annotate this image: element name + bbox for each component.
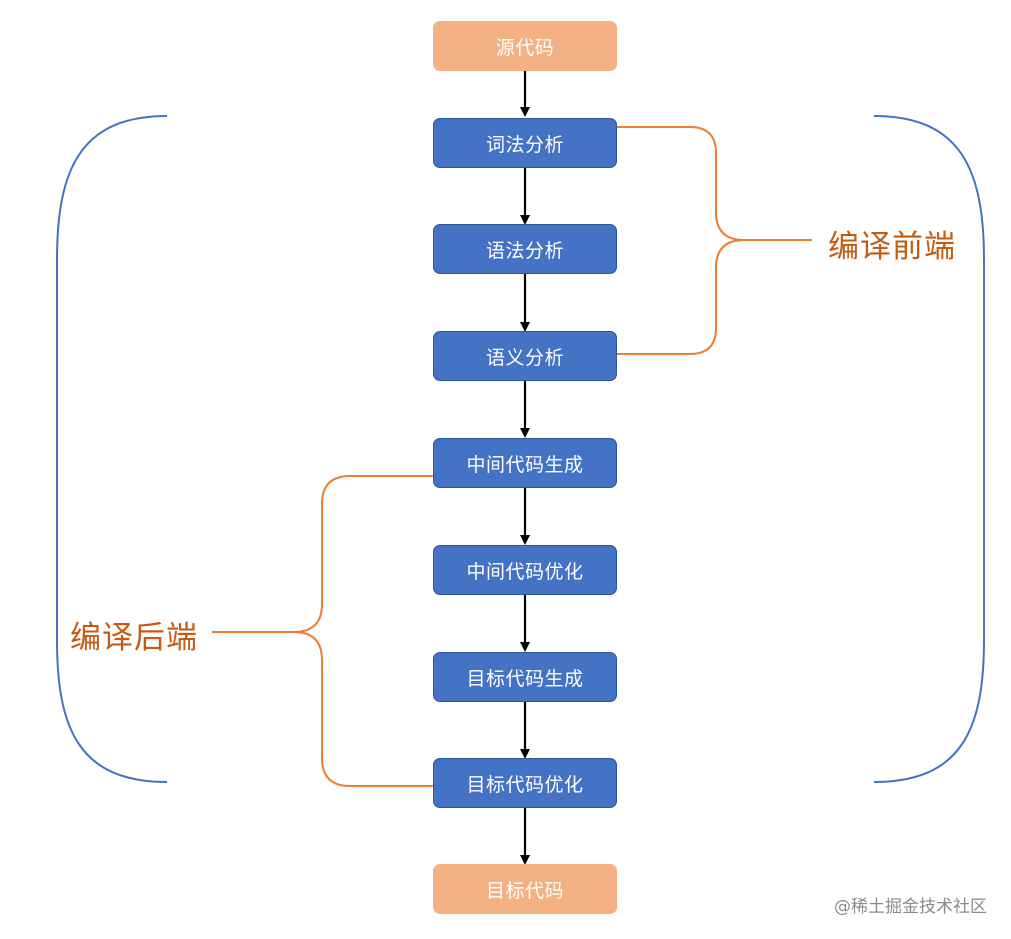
node-label: 中间代码优化 bbox=[466, 560, 584, 583]
node-label: 目标代码优化 bbox=[466, 773, 584, 796]
node-ir-optimization: 中间代码优化 bbox=[433, 545, 617, 595]
node-source-code: 源代码 bbox=[433, 21, 617, 71]
node-label: 中间代码生成 bbox=[466, 453, 584, 476]
node-lexical-analysis: 词法分析 bbox=[433, 118, 617, 168]
node-target-code-generation: 目标代码生成 bbox=[433, 652, 617, 702]
node-semantic-analysis: 语义分析 bbox=[433, 331, 617, 381]
frontend-label: 编译前端 bbox=[828, 229, 956, 265]
node-label: 词法分析 bbox=[485, 133, 564, 156]
node-syntax-analysis: 语法分析 bbox=[433, 224, 617, 274]
right-outer-brace bbox=[873, 115, 985, 783]
node-label: 目标代码 bbox=[485, 879, 564, 902]
node-label: 语义分析 bbox=[485, 346, 564, 369]
node-target-code-optimization: 目标代码优化 bbox=[433, 758, 617, 808]
node-ir-generation: 中间代码生成 bbox=[433, 438, 617, 488]
backend-brace bbox=[212, 475, 433, 787]
left-outer-brace bbox=[56, 115, 168, 783]
watermark: @稀土掘金技术社区 bbox=[834, 897, 987, 917]
frontend-brace bbox=[617, 126, 812, 355]
node-label: 语法分析 bbox=[485, 239, 564, 262]
backend-label: 编译后端 bbox=[70, 620, 198, 656]
node-label: 源代码 bbox=[495, 36, 555, 59]
node-target-code: 目标代码 bbox=[433, 864, 617, 914]
node-label: 目标代码生成 bbox=[466, 667, 584, 690]
